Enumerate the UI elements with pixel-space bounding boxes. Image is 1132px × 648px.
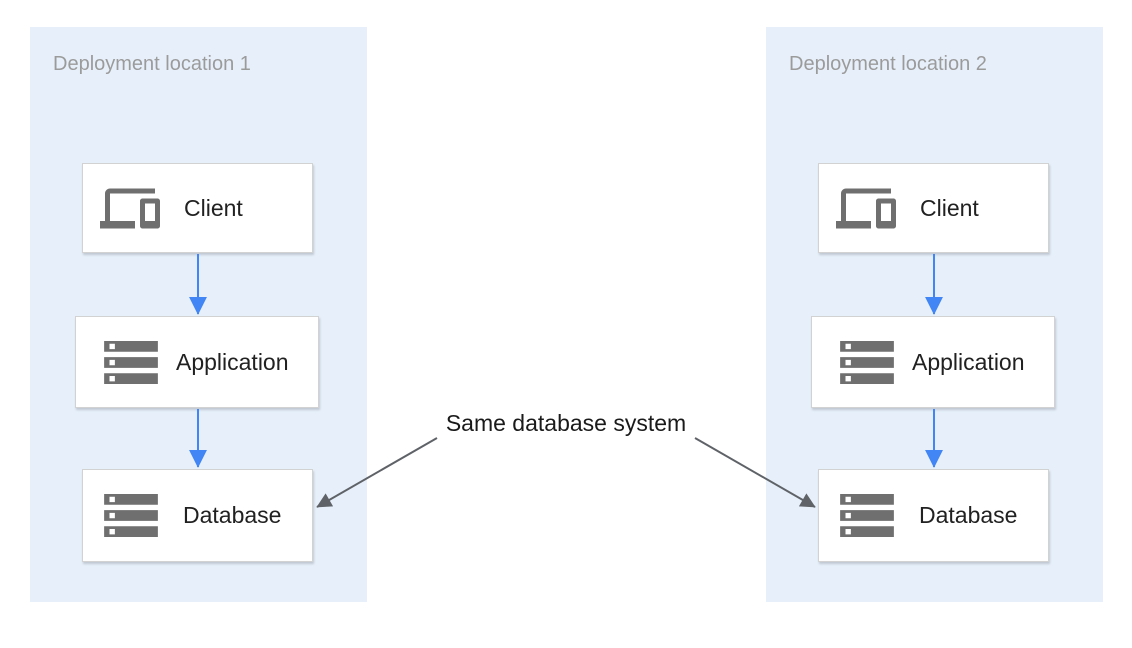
devices-icon [836, 186, 896, 231]
node-label: Client [184, 194, 243, 221]
node-label: Client [920, 194, 979, 221]
deployment-location-1-panel: Deployment location 1 Client Application [30, 27, 367, 602]
node-label: Database [183, 502, 282, 528]
node-label: Application [176, 348, 289, 375]
panel-1-title: Deployment location 1 [53, 53, 251, 75]
panel-2-title: Deployment location 2 [789, 53, 987, 75]
application-node-2: Application [811, 316, 1055, 408]
client-node-2: Client [818, 163, 1049, 253]
node-label: Application [912, 348, 1025, 375]
node-label: Database [919, 502, 1018, 528]
server-stack-icon [104, 494, 158, 537]
annotation-text: Same database system [445, 410, 687, 436]
server-stack-icon [840, 494, 894, 537]
application-node-1: Application [75, 316, 319, 408]
deployment-location-2-panel: Deployment location 2 Client Application [766, 27, 1103, 602]
database-node-2: Database [818, 469, 1049, 562]
server-stack-icon [104, 340, 158, 384]
devices-icon [100, 186, 160, 231]
client-node-1: Client [82, 163, 313, 253]
server-stack-icon [840, 340, 894, 384]
database-node-1: Database [82, 469, 313, 562]
